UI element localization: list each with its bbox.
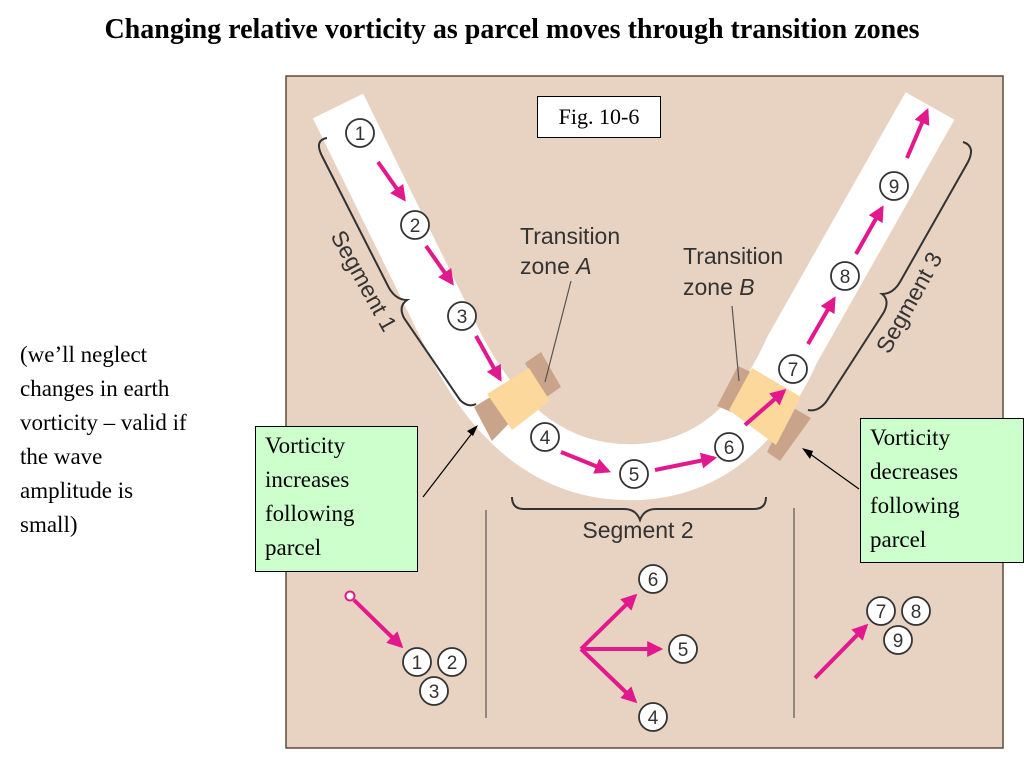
path-arrow: [806, 296, 836, 346]
transition-a-leader: [544, 280, 572, 383]
parcel-marker: 1: [345, 118, 375, 148]
note-line: amplitude is: [20, 478, 134, 503]
note-line: changes in earth: [20, 376, 170, 401]
path-arrow: [376, 160, 406, 202]
note-line: vorticity – valid if: [20, 410, 187, 435]
parcel-marker: 5: [619, 459, 649, 489]
transition-b-label-line1: Transition: [683, 243, 783, 269]
parcel-marker: 2: [400, 210, 430, 240]
vector-arrow: [352, 598, 404, 649]
path-arrow: [905, 108, 930, 159]
callout-vorticity-increases: Vorticity increases following parcel: [255, 426, 418, 572]
callout-right-arrowhead: [802, 448, 813, 459]
path-arrow: [743, 388, 787, 427]
vector-label: 8: [911, 602, 922, 623]
callout-line: decreases: [870, 459, 959, 484]
figure-label: Fig. 10-6: [537, 96, 661, 138]
path-arrow: [560, 450, 611, 474]
callout-line: Vorticity: [870, 425, 951, 450]
callout-right-pointer: [805, 450, 860, 490]
svg-text:1: 1: [355, 124, 366, 145]
svg-text:8: 8: [840, 267, 851, 288]
segment3-bracket: [807, 141, 973, 412]
segment1-bracket: [317, 137, 477, 407]
transition-a-label-line1: Transition: [520, 223, 620, 249]
segment2-label: Segment 2: [582, 517, 693, 543]
parcel-marker: 4: [530, 422, 560, 452]
note-line: small): [20, 512, 78, 537]
transition-b-label-line2: zone B: [683, 274, 755, 300]
callout-line: parcel: [870, 527, 927, 552]
path-arrow: [424, 244, 454, 286]
vector-arrow: [813, 623, 869, 680]
svg-text:4: 4: [540, 428, 551, 449]
parcel-marker: 3: [447, 301, 477, 331]
path-arrow: [854, 205, 884, 255]
transition-b-leader: [731, 305, 740, 382]
note-line: the wave: [20, 444, 103, 469]
vector-group-1: 1 2 3: [344, 590, 467, 706]
callout-line: following: [265, 501, 355, 526]
transition-zone-a: [474, 352, 561, 441]
vector-label: 4: [648, 708, 659, 729]
vector-group-2: 6 5 4: [579, 564, 698, 732]
callout-line: parcel: [265, 535, 322, 560]
parcel-marker: 9: [879, 171, 909, 201]
vector-label: 1: [412, 653, 423, 674]
svg-text:9: 9: [889, 177, 900, 198]
vector-group-3: 7 8 9: [813, 596, 931, 680]
parcel-marker: 7: [778, 354, 808, 384]
vector-label: 9: [893, 631, 904, 652]
vector-label: 6: [648, 570, 659, 591]
svg-text:5: 5: [629, 465, 640, 486]
vector-label: 3: [429, 682, 440, 703]
segment2-bracket: [511, 496, 767, 523]
callout-left-pointer: [422, 427, 477, 498]
vector-label: 7: [876, 602, 887, 623]
svg-text:2: 2: [410, 216, 421, 237]
parcel-marker: 6: [714, 432, 744, 462]
slide-title: Changing relative vorticity as parcel mo…: [104, 14, 920, 45]
callout-vorticity-decreases: Vorticity decreases following parcel: [860, 418, 1024, 563]
vector-arrow: [579, 647, 638, 704]
vector-label: 5: [678, 640, 689, 661]
svg-text:3: 3: [457, 307, 468, 328]
svg-text:7: 7: [788, 360, 799, 381]
callout-left-arrowhead: [467, 425, 478, 436]
neglect-note: (we’ll neglect changes in earth vorticit…: [20, 338, 250, 542]
svg-text:6: 6: [724, 438, 735, 459]
parcel-marker: 8: [830, 261, 860, 291]
vector-arrow: [579, 593, 638, 651]
callout-line: following: [870, 493, 960, 518]
vector-label: 2: [447, 653, 458, 674]
transition-a-label-line2: zone A: [520, 253, 592, 279]
vector-origin: [344, 590, 356, 602]
callout-line: Vorticity: [265, 433, 346, 458]
path-arrow: [474, 335, 502, 382]
path-arrow: [654, 452, 718, 472]
callout-line: increases: [265, 467, 350, 492]
parcel-path-arrows: [376, 108, 930, 474]
note-line: (we’ll neglect: [20, 342, 148, 367]
